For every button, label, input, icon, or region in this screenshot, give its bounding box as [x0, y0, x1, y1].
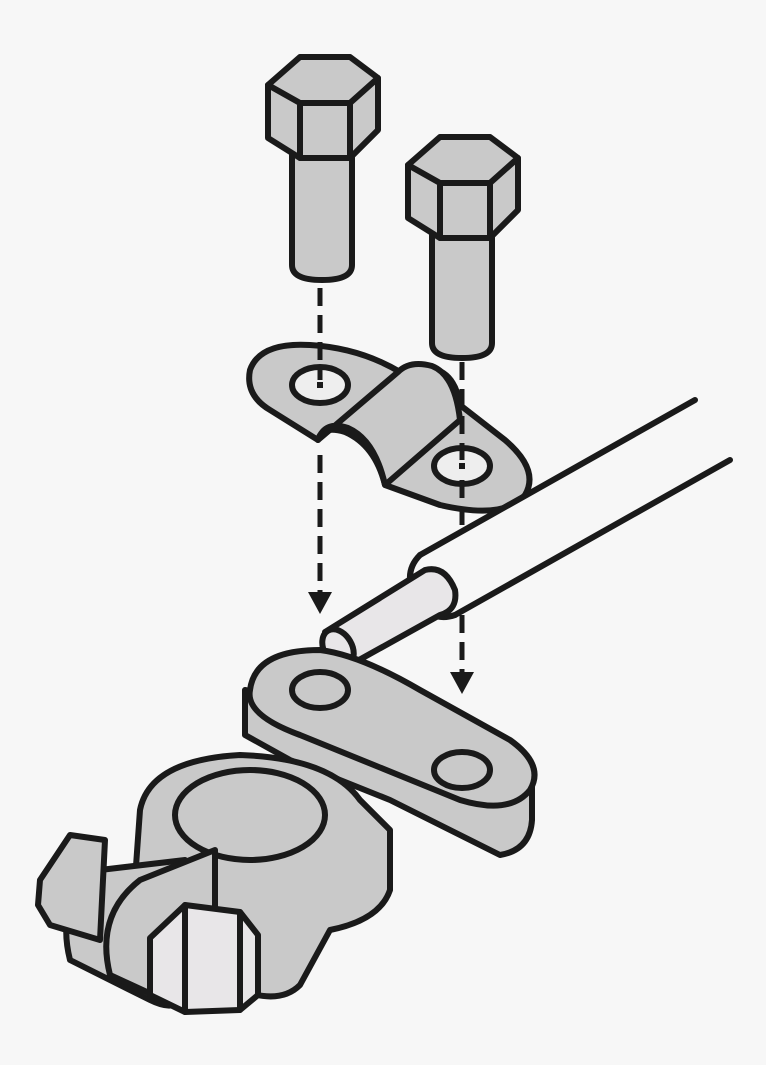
battery-terminal — [35, 647, 538, 1015]
terminal-hole-right — [431, 749, 493, 791]
arrow-down-icon — [450, 672, 474, 694]
bolt-right — [405, 134, 521, 361]
terminal-hole-left — [289, 669, 351, 711]
arrow-down-icon — [308, 592, 332, 614]
cable — [319, 397, 733, 670]
bolt-left — [265, 54, 381, 283]
post-hole — [172, 767, 328, 863]
